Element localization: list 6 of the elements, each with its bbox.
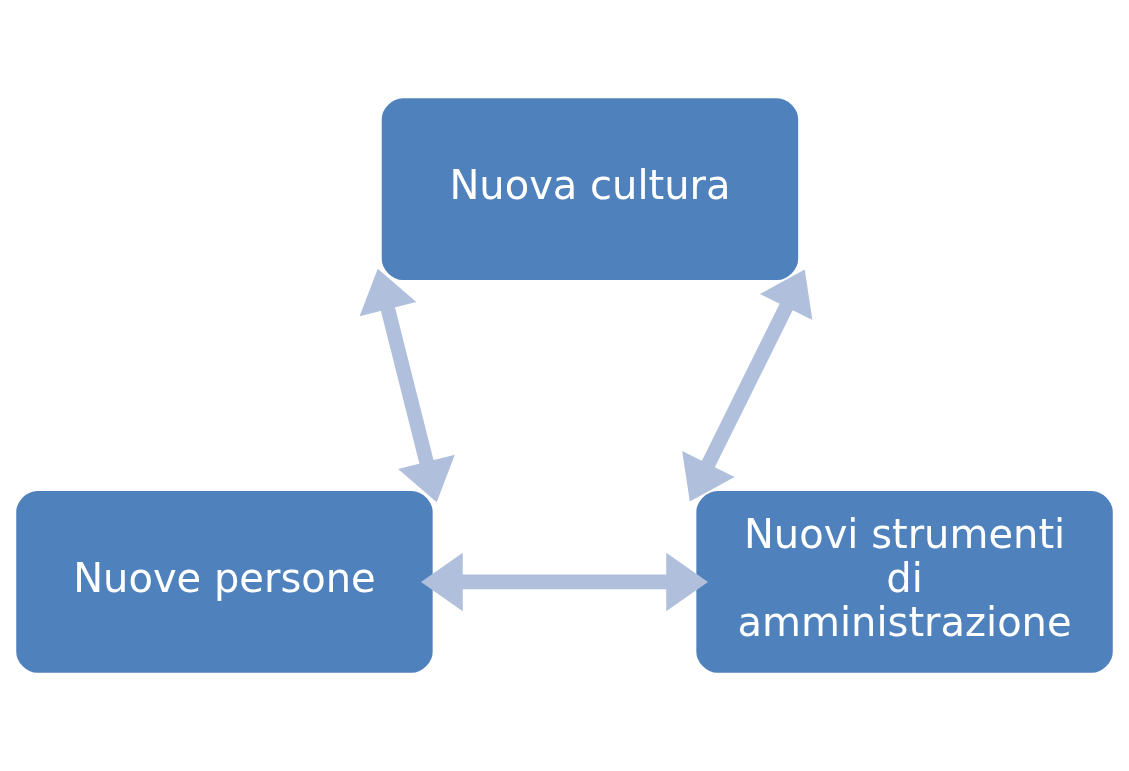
arrow xyxy=(420,552,708,612)
arrow xyxy=(359,268,455,503)
node-box: Nuove persone xyxy=(14,489,435,675)
arrow xyxy=(682,269,813,502)
node-box: Nuovi strumenti di amministrazione xyxy=(694,489,1115,675)
node-box: Nuova cultura xyxy=(379,96,800,282)
